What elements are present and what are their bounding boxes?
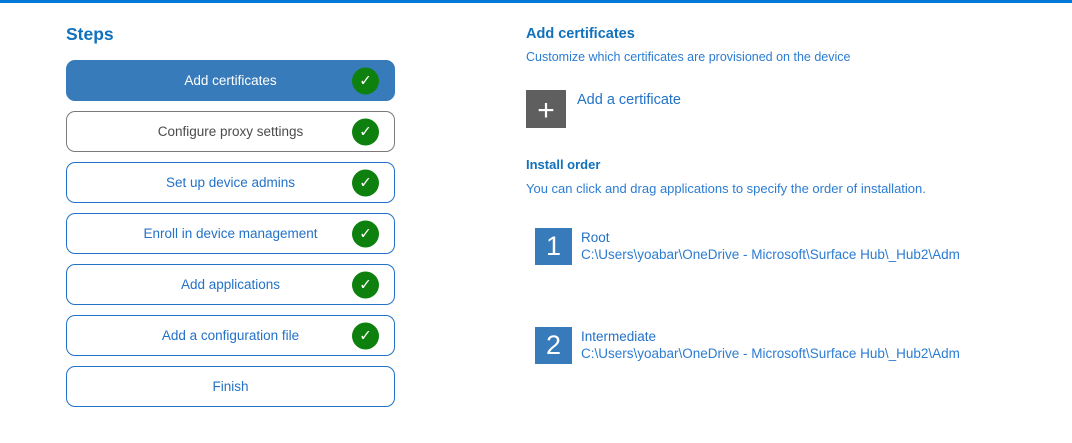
step-finish[interactable]: Finish <box>66 366 395 407</box>
step-label: Configure proxy settings <box>157 123 304 139</box>
check-circle-icon: ✓ <box>352 67 379 94</box>
install-order-description: You can click and drag applications to s… <box>526 181 926 196</box>
step-label: Add a configuration file <box>161 327 300 343</box>
install-order-item-intermediate[interactable]: 2 Intermediate C:\Users\yoabar\OneDrive … <box>535 327 960 364</box>
certificate-path: C:\Users\yoabar\OneDrive - Microsoft\Sur… <box>581 247 960 262</box>
add-certificate-label: Add a certificate <box>577 92 681 108</box>
order-number-badge: 2 <box>535 327 572 364</box>
install-order-heading: Install order <box>526 157 601 172</box>
check-circle-icon: ✓ <box>352 118 379 145</box>
page-description: Customize which certificates are provisi… <box>526 50 851 64</box>
step-label: Set up device admins <box>165 174 296 190</box>
step-label: Add certificates <box>184 72 277 88</box>
install-order-item-root[interactable]: 1 Root C:\Users\yoabar\OneDrive - Micros… <box>535 228 960 265</box>
step-set-up-device-admins[interactable]: Set up device admins ✓ <box>66 162 395 203</box>
add-certificate-button[interactable]: + Add a certificate <box>526 90 681 128</box>
check-circle-icon: ✓ <box>352 220 379 247</box>
page-title: Add certificates <box>526 26 635 42</box>
step-label: Finish <box>212 378 249 394</box>
certificate-info: Intermediate C:\Users\yoabar\OneDrive - … <box>581 328 960 362</box>
order-number-badge: 1 <box>535 228 572 265</box>
step-configure-proxy-settings[interactable]: Configure proxy settings ✓ <box>66 111 395 152</box>
certificate-name: Intermediate <box>581 329 657 344</box>
step-add-certificates[interactable]: Add certificates ✓ <box>66 60 395 101</box>
certificate-path: C:\Users\yoabar\OneDrive - Microsoft\Sur… <box>581 346 960 361</box>
certificate-name: Root <box>581 230 610 245</box>
step-add-applications[interactable]: Add applications ✓ <box>66 264 395 305</box>
top-accent-bar <box>0 0 1072 3</box>
check-circle-icon: ✓ <box>352 271 379 298</box>
check-circle-icon: ✓ <box>352 169 379 196</box>
step-label: Add applications <box>180 276 281 292</box>
certificate-info: Root C:\Users\yoabar\OneDrive - Microsof… <box>581 229 960 263</box>
steps-panel-title: Steps <box>66 24 114 44</box>
step-enroll-in-device-management[interactable]: Enroll in device management ✓ <box>66 213 395 254</box>
step-label: Enroll in device management <box>143 225 318 241</box>
check-circle-icon: ✓ <box>352 322 379 349</box>
step-add-a-configuration-file[interactable]: Add a configuration file ✓ <box>66 315 395 356</box>
plus-icon: + <box>526 90 566 128</box>
